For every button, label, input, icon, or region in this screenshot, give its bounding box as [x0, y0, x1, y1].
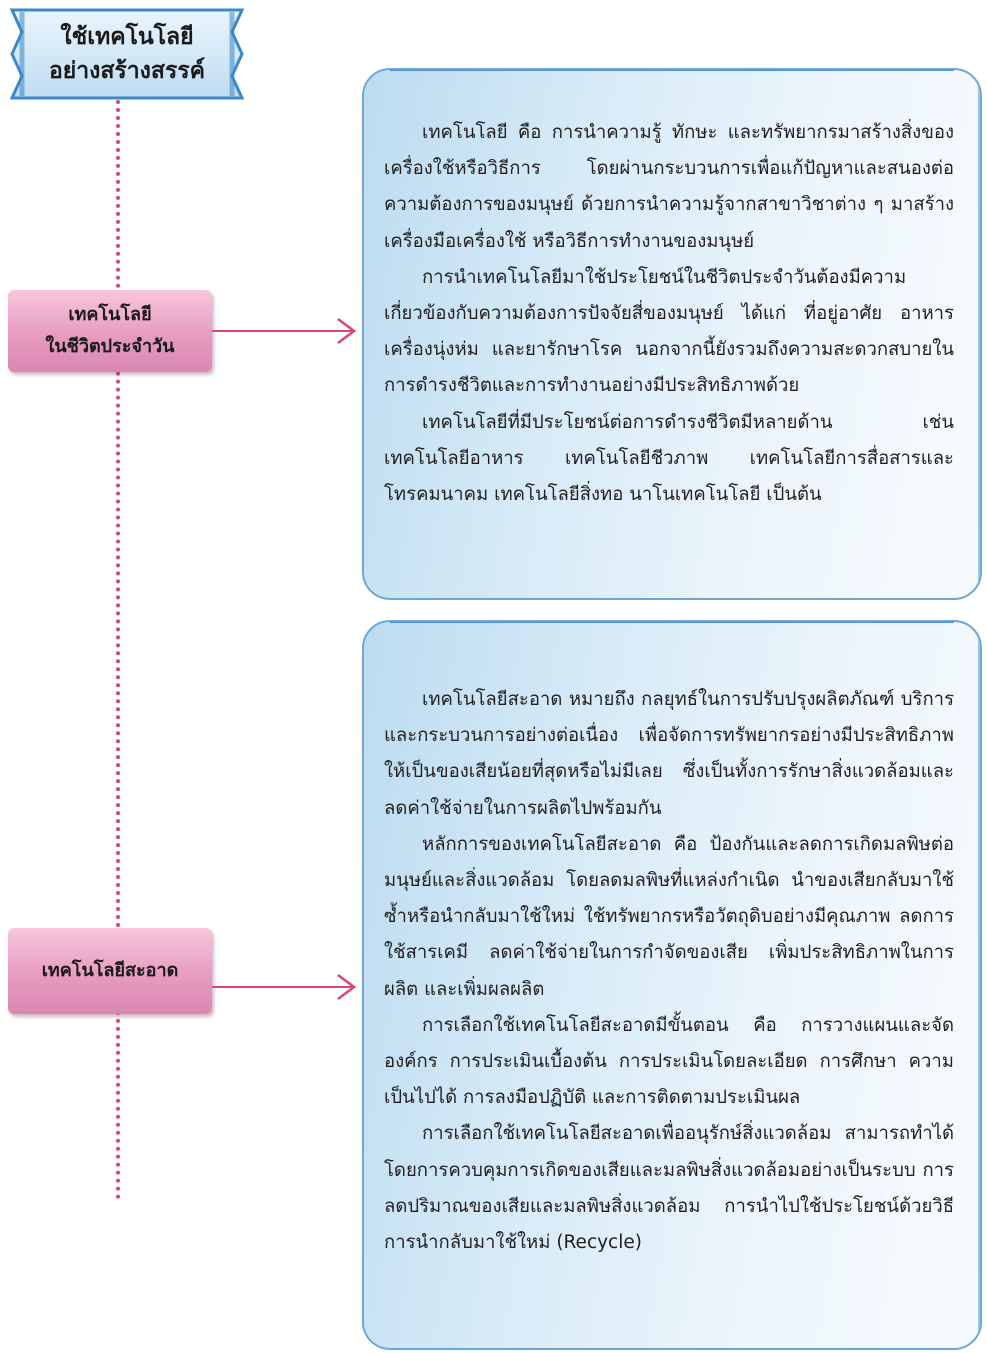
tag-1-line-2: ในชีวิตประจำวัน — [45, 336, 175, 357]
panel-1-body: เทคโนโลยี คือ การนำความรู้ ทักษะ และทรัพ… — [384, 115, 954, 513]
panel-1-paragraph-2: การนำเทคโนโลยีมาใช้ประโยชน์ในชีวิตประจำว… — [384, 266, 954, 397]
arrow-right-icon — [212, 974, 357, 1000]
panel-2-paragraph-3: การเลือกใช้เทคโนโลยีสะอาดมีขั้นตอน คือ ก… — [384, 1014, 954, 1109]
tag-1-line-1: เทคโนโลยี — [68, 304, 152, 325]
tag-2-line-1: เทคโนโลยีสะอาด — [41, 960, 179, 981]
panel-2-paragraph-4: การเลือกใช้เทคโนโลยีสะอาดเพื่ออนุรักษ์สิ… — [384, 1123, 954, 1254]
tag-clean-technology: เทคโนโลยีสะอาด — [8, 928, 212, 1014]
arrow-right-icon — [212, 318, 357, 344]
title-ribbon: ใช้เทคโนโลยี อย่างสร้างสรรค์ — [8, 6, 246, 102]
panel-1-paragraph-3: เทคโนโลยีที่มีประโยชน์ต่อการดำรงชีวิตมีห… — [384, 411, 954, 506]
title-line-1: ใช้เทคโนโลยี — [60, 24, 194, 50]
panel-2-paragraph-1: เทคโนโลยีสะอาด หมายถึง กลยุทธ์ในการปรับป… — [384, 689, 954, 819]
panel-2-paragraph-2: หลักการของเทคโนโลยีสะอาด คือ ป้องกันและล… — [384, 833, 954, 1000]
tag-everyday-technology: เทคโนโลยี ในชีวิตประจำวัน — [8, 290, 212, 372]
page-title: ใช้เทคโนโลยี อย่างสร้างสรรค์ — [8, 20, 246, 88]
content-panel-everyday-technology: เทคโนโลยี คือ การนำความรู้ ทักษะ และทรัพ… — [362, 68, 982, 600]
panel-top-edge — [390, 622, 954, 623]
content-panel-clean-technology: เทคโนโลยีสะอาด หมายถึง กลยุทธ์ในการปรับป… — [362, 620, 982, 1350]
title-line-2: อย่างสร้างสรรค์ — [48, 58, 206, 84]
ribbon-shape — [9, 8, 245, 100]
panel-top-edge — [390, 70, 954, 71]
panel-1-paragraph-1: เทคโนโลยี คือ การนำความรู้ ทักษะ และทรัพ… — [384, 122, 954, 252]
panel-2-body: เทคโนโลยีสะอาด หมายถึง กลยุทธ์ในการปรับป… — [384, 682, 954, 1261]
dotted-connector — [116, 100, 120, 1200]
